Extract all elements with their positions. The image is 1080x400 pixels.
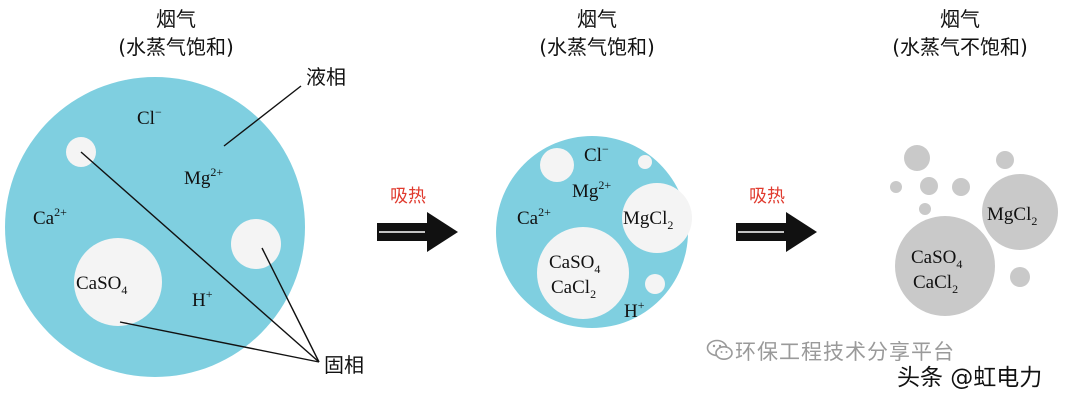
signature-text: 头条 @虹电力: [897, 365, 1043, 391]
stage3-particle-1: [904, 145, 930, 171]
stage1-ion-mg: Mg2+: [184, 165, 223, 189]
stage2-ion-cl: Cl−: [584, 142, 609, 166]
arrow1-head-icon: [427, 212, 458, 252]
stage2-solid-particle-3: [645, 274, 665, 294]
stage3-particle-mgcl2: [982, 174, 1058, 250]
solid-leader-line-3: [119, 321, 320, 363]
stage3: 烟气 (水蒸气不饱和) MgCl2 CaSO4 CaCl2: [890, 7, 1058, 316]
stage3-subtitle: (水蒸气不饱和): [892, 35, 1028, 59]
stage3-particle-6: [919, 203, 931, 215]
stage2-title: 烟气: [577, 7, 617, 31]
arrow1: 吸热: [377, 186, 458, 252]
stage3-particle-5: [996, 151, 1014, 169]
stage3-title: 烟气: [940, 7, 980, 31]
stage1-ion-ca: Ca2+: [33, 205, 67, 229]
stage3-particle-4: [952, 178, 970, 196]
stage3-particle-7: [1010, 267, 1030, 287]
stage1-solid-particle-medium: [231, 219, 281, 269]
wechat-icon: [706, 339, 733, 360]
stage2-ion-ca: Ca2+: [517, 205, 551, 229]
stage1-solid-particle-caso4: [74, 238, 162, 326]
stage3-particle-3: [920, 177, 938, 195]
arrow2-label: 吸热: [749, 186, 785, 207]
stage3-particle-2: [890, 181, 902, 193]
stage1-title: 烟气: [156, 7, 196, 31]
stage2-solid-particle-2: [638, 155, 652, 169]
stage2-cacl2-label: CaCl2: [551, 277, 596, 301]
stage1-ion-cl: Cl−: [137, 105, 162, 129]
stage2-mgcl2-label: MgCl2: [623, 208, 673, 232]
stage3-cacl2-label: CaCl2: [913, 272, 958, 296]
watermark-text: 环保工程技术分享平台: [735, 340, 955, 364]
stage3-mgcl2-label: MgCl2: [987, 204, 1037, 228]
stage2: 烟气 (水蒸气饱和) Cl− Mg2+ Ca2+ H+ MgCl2 CaSO4 …: [496, 7, 692, 328]
stage2-ion-h: H+: [624, 298, 645, 322]
liquid-phase-label: 液相: [306, 65, 346, 89]
solid-leader-line-1: [80, 151, 320, 363]
arrow1-label: 吸热: [390, 186, 426, 207]
stage2-solid-particle-mgcl2: [622, 183, 692, 253]
solid-leader-line-2: [261, 247, 320, 363]
stage1: 烟气 (水蒸气饱和) 液相 固相 Cl− Mg2+ Ca2+ H+ CaSO4: [5, 7, 364, 377]
arrow2: 吸热: [736, 186, 817, 252]
stage1-caso4-label: CaSO4: [76, 273, 127, 297]
stage1-subtitle: (水蒸气饱和): [118, 35, 234, 59]
stage2-subtitle: (水蒸气饱和): [539, 35, 655, 59]
stage2-caso4-label: CaSO4: [549, 252, 600, 276]
arrow2-head-icon: [786, 212, 817, 252]
stage2-solid-particle-1: [540, 148, 574, 182]
stage1-ion-h: H+: [192, 287, 213, 311]
solid-phase-label: 固相: [324, 353, 364, 377]
stage2-solid-particle-caso4-cacl2: [537, 227, 629, 319]
stage2-ion-mg: Mg2+: [572, 178, 611, 202]
stage3-particle-caso4-cacl2: [895, 216, 995, 316]
stage3-caso4-label: CaSO4: [911, 247, 962, 271]
liquid-leader-line: [223, 85, 302, 147]
